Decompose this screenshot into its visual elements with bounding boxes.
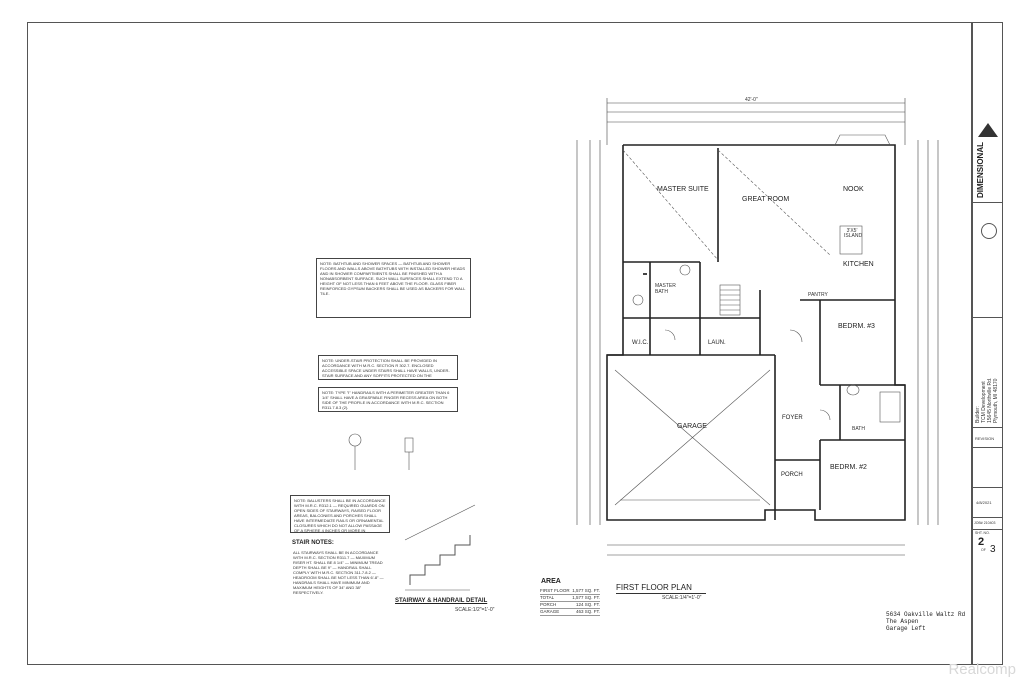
room-nook: NOOK xyxy=(843,186,864,193)
room-foyer: FOYER xyxy=(782,415,803,421)
plan-title: FIRST FLOOR PLAN xyxy=(616,583,692,592)
project-model: The Aspen xyxy=(886,618,919,625)
room-wic: W.I.C. xyxy=(632,340,649,346)
title-block: DIMENSIONAL Builder: TCM Development 156… xyxy=(972,22,1003,665)
room-pantry: PANTRY xyxy=(808,292,828,298)
room-bedrm2: BEDRM. #2 xyxy=(830,464,867,471)
stairway-detail-scale: SCALE:1/2"=1'-0" xyxy=(455,607,495,613)
room-master-suite: MASTER SUITE xyxy=(657,186,709,193)
sheet-number: 2 xyxy=(978,536,985,548)
tb-date-cell: 4/8/2021 xyxy=(973,488,1002,518)
room-bath: BATH xyxy=(852,426,865,432)
job-number: JOB# 210403 xyxy=(974,521,996,525)
realcomp-watermark: Realcomp xyxy=(948,661,1016,678)
overall-width-dim: 42'-0" xyxy=(745,97,758,103)
room-kitchen: KITCHEN xyxy=(843,261,874,268)
room-garage: GARAGE xyxy=(677,423,707,430)
project-garage: Garage Left xyxy=(886,625,926,632)
under-stair-note-box: NOTE: UNDER-STAIR PROTECTION SHALL BE PR… xyxy=(318,355,458,380)
baluster-note-box: NOTE: BALUSTERS SHALL BE IN ACCORDANCE W… xyxy=(290,495,390,533)
sheet-total: 3 xyxy=(990,544,996,555)
stair-notes-title: STAIR NOTES: xyxy=(292,540,334,546)
builder-addr2: Plymouth, MI 48170 xyxy=(993,378,999,423)
project-address: 5634 Oakville Waltz Rd xyxy=(886,611,966,618)
plan-title-underline xyxy=(616,593,706,594)
tb-job-cell: JOB# 210403 xyxy=(973,518,1002,530)
stair-notes-body: ALL STAIRWAYS SHALL BE IN ACCORDANCE WIT… xyxy=(290,548,390,608)
tb-builder-cell: Builder: TCM Development 15645 Northvill… xyxy=(973,318,1002,428)
room-laun: LAUN. xyxy=(708,340,726,346)
revision-label: REVISION xyxy=(975,436,995,441)
area-title: AREA xyxy=(541,578,561,585)
stairway-detail-title: STAIRWAY & HANDRAIL DETAIL xyxy=(395,598,488,604)
tb-revision-cell: REVISION xyxy=(973,428,1002,448)
project-info: 5634 Oakville Waltz Rd The Aspen Garage … xyxy=(886,611,965,632)
sheet-label: SHT. NO. xyxy=(975,531,990,535)
plan-scale: SCALE:1/4"=1'-0" xyxy=(662,595,702,601)
handrail-note-box: NOTE: TYPE "I" HANDRAILS WITH A PERIMETE… xyxy=(318,387,458,412)
tb-blank-cell xyxy=(973,448,1002,488)
tb-company-cell: DIMENSIONAL xyxy=(973,23,1002,203)
shower-note-box: NOTE: BATHTUB AND SHOWER SPACES — BATHTU… xyxy=(316,258,471,318)
room-bedrm3: BEDRM. #3 xyxy=(838,323,875,330)
company-logo-icon xyxy=(978,123,998,137)
room-porch: PORCH xyxy=(781,472,803,478)
sheet-of: OF xyxy=(981,548,986,552)
island-label: 3'X5' ISLAND xyxy=(844,228,863,239)
room-master-bath: MASTER BATH xyxy=(655,283,676,295)
date-value: 4/8/2021 xyxy=(976,500,992,505)
tb-sheet-cell: SHT. NO. 2 OF 3 xyxy=(973,530,1002,560)
seal-icon xyxy=(981,223,997,239)
sheet-border xyxy=(27,22,972,665)
room-great-room: GREAT ROOM xyxy=(742,196,790,203)
tb-seal-cell xyxy=(973,203,1002,318)
company-name: DIMENSIONAL xyxy=(976,142,985,198)
